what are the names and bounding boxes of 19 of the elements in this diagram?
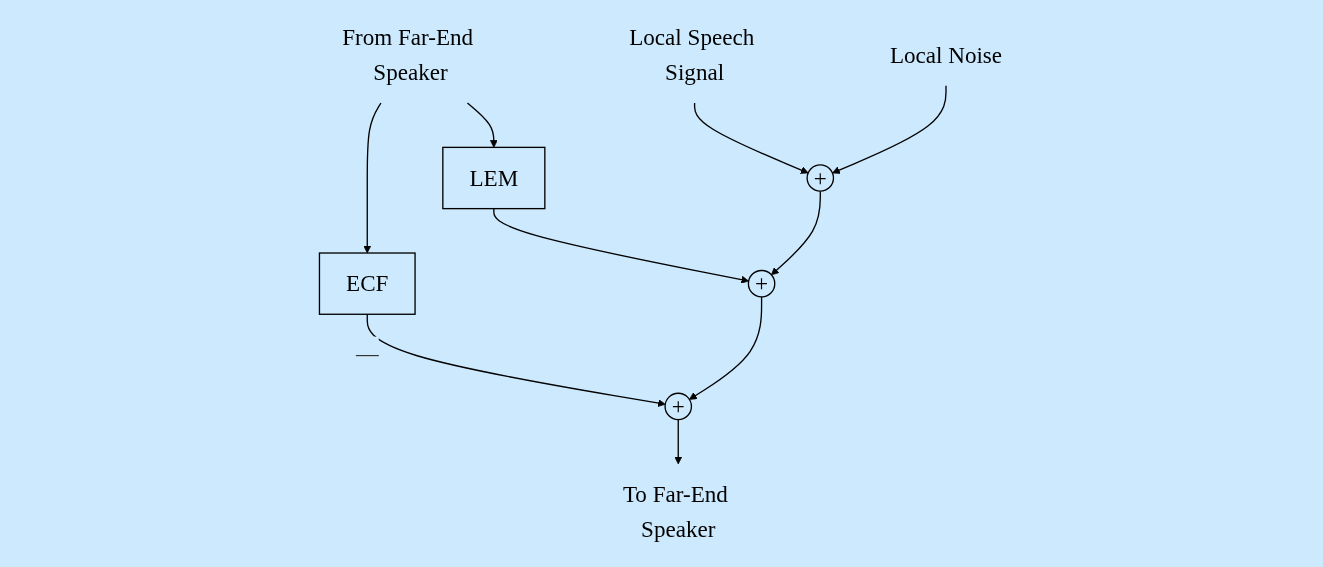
node-text: To Far-End Speaker <box>622 481 728 543</box>
arrow <box>466 102 498 148</box>
arrow <box>362 102 382 254</box>
arrow <box>693 102 809 174</box>
node-circle: + <box>664 392 692 421</box>
node-box: ECF <box>318 252 416 315</box>
arrow <box>673 418 682 465</box>
arrow <box>366 313 666 407</box>
node-circle: + <box>747 269 775 298</box>
arrow <box>831 85 947 174</box>
edge-label: — <box>355 340 379 367</box>
node-text: Local Speech Signal <box>628 24 754 86</box>
arrow <box>770 190 821 276</box>
node-text: Local Noise <box>889 42 1002 68</box>
arrow <box>688 296 762 400</box>
node-box: LEM <box>441 146 546 210</box>
node-text: From Far-End Speaker <box>341 24 473 86</box>
node-circle: + <box>806 164 834 192</box>
arrow <box>492 207 749 284</box>
